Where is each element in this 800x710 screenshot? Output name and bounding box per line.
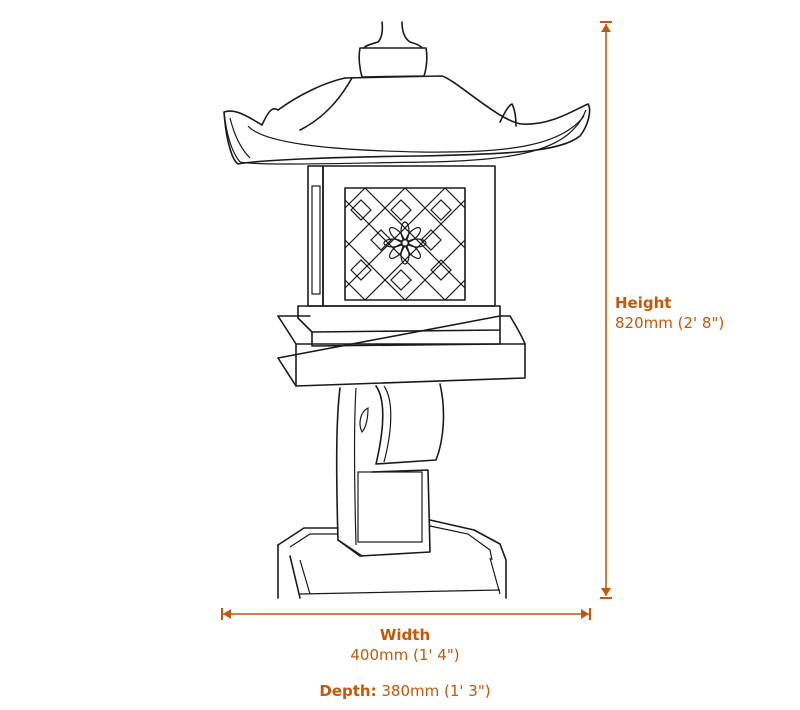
- height-dimension-line: [600, 21, 612, 599]
- platform: [277, 315, 526, 387]
- height-value: 820mm (2' 8"): [615, 314, 725, 332]
- light-box: [297, 165, 501, 347]
- height-label: Height 820mm (2' 8"): [615, 293, 724, 333]
- depth-label: Depth: 380mm (1' 3"): [270, 681, 540, 701]
- lattice-pattern: [344, 187, 466, 301]
- width-title: Width: [379, 626, 431, 644]
- flower-motif: [383, 221, 427, 265]
- width-value: 400mm (1' 4"): [350, 646, 460, 664]
- roof: [223, 75, 591, 165]
- base: [277, 519, 507, 599]
- depth-value: 380mm (1' 3"): [381, 682, 491, 700]
- finial: [358, 21, 428, 78]
- width-label: Width 400mm (1' 4"): [300, 625, 510, 665]
- depth-title: Depth:: [319, 682, 377, 700]
- scroll-column: [335, 383, 445, 557]
- height-title: Height: [615, 294, 672, 312]
- width-dimension-line: [221, 608, 591, 620]
